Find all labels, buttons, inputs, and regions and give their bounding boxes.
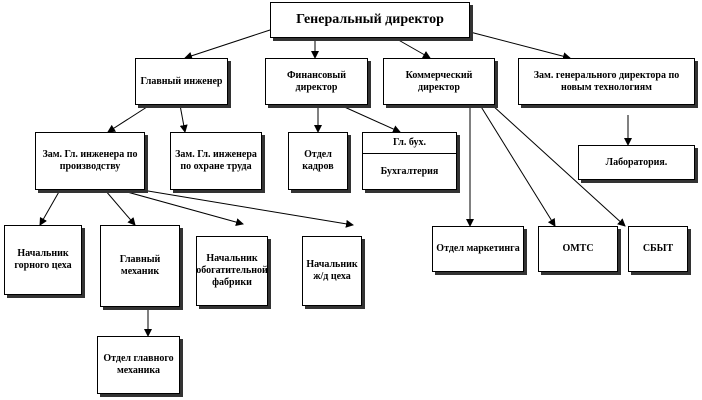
edge-chief-labor <box>179 104 188 133</box>
node-omts: ОМТС <box>538 226 618 272</box>
edge-gen-com <box>394 37 431 59</box>
edge-prod-mining <box>39 189 61 226</box>
node-deputy-chief-engineer-production: Зам. Гл. инженера по производству <box>35 132 145 190</box>
node-commercial-director: Коммерческий директор <box>383 58 495 105</box>
node-sales: СБЫТ <box>628 226 688 272</box>
node-label: Зам. Гл. инженера по охране труда <box>175 149 257 172</box>
edge-com-omts <box>479 104 556 227</box>
node-general-director: Генеральный директор <box>270 2 470 38</box>
node-label: Главный механик <box>119 254 161 277</box>
edge-com-sales <box>491 104 626 227</box>
node-chief-engineer: Главный инженер <box>135 58 228 105</box>
node-label: Коммерческий директор <box>405 69 473 93</box>
node-chief-accountant: Гл. бух. <box>363 133 456 154</box>
node-label: Лаборатория. <box>605 156 668 168</box>
node-chief-mechanic: Главный механик <box>100 225 180 307</box>
node-label: Генеральный директор <box>296 11 444 27</box>
node-label: Отдел маркетинга <box>436 243 520 254</box>
node-label: Финансовый директор <box>286 69 347 93</box>
node-hr-department: Отдел кадров <box>288 132 348 190</box>
edge-prod-rail <box>129 187 354 228</box>
node-chief-accountant-accounting: Гл. бух. Бухгалтерия <box>362 132 457 190</box>
node-deputy-chief-engineer-labor-safety: Зам. Гл. инженера по охране труда <box>170 132 262 190</box>
node-label: СБЫТ <box>642 243 674 254</box>
node-railway-shop-head: Начальник ж/д цеха <box>302 236 362 306</box>
node-label: Бухгалтерия <box>380 165 439 177</box>
node-processing-plant-head: Начальник обогатительной фабрики <box>196 236 268 306</box>
node-deputy-director-new-technologies: Зам. генерального директора по новым тех… <box>518 58 695 105</box>
edge-prod-processing <box>119 189 244 226</box>
node-label: Начальник горного цеха <box>14 248 72 271</box>
edge-gen-chief <box>184 29 271 60</box>
node-accounting: Бухгалтерия <box>363 154 456 189</box>
node-label: Отдел главного механика <box>103 353 174 376</box>
edge-prod-mech <box>104 189 136 226</box>
edge-gen-tech <box>469 31 571 61</box>
edge-fin-acc <box>339 104 401 133</box>
node-label: ОМТС <box>562 243 594 254</box>
node-label: Начальник обогатительной фабрики <box>196 253 268 288</box>
node-label: Зам. Гл. инженера по производству <box>42 149 138 172</box>
node-chief-mechanic-department: Отдел главного механика <box>97 336 180 394</box>
node-financial-director: Финансовый директор <box>265 58 368 105</box>
node-mining-shop-head: Начальник горного цеха <box>4 225 82 295</box>
node-marketing-department: Отдел маркетинга <box>432 226 524 272</box>
node-label: Зам. генерального директора по новым тех… <box>533 69 680 93</box>
node-laboratory: Лаборатория. <box>578 145 695 180</box>
node-label: Отдел кадров <box>302 149 334 172</box>
edge-chief-prod <box>107 104 151 133</box>
node-label: Гл. бух. <box>393 137 426 148</box>
node-label: Начальник ж/д цеха <box>306 259 358 282</box>
node-label: Главный инженер <box>140 75 223 87</box>
